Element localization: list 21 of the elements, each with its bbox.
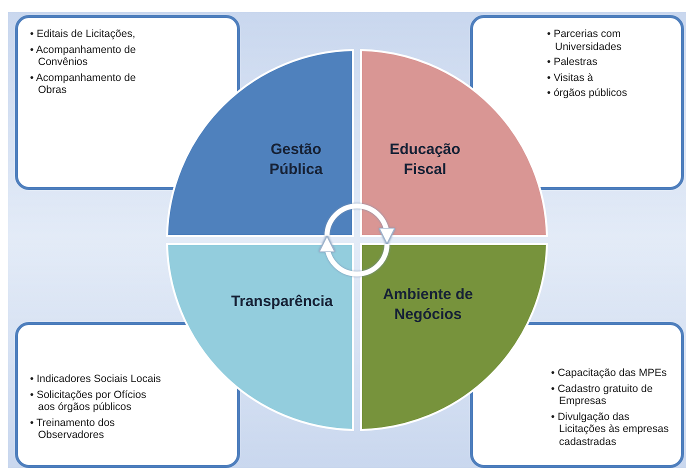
bullet-item: • órgãos públicos [547,87,628,100]
bullet-item: • Indicadores Sociais Locais [30,373,162,386]
quadrant-label: Ambiente de Negócios [382,285,474,324]
bullet-item: • Acompanhamento de Obras [30,72,137,97]
cycle-arrow [324,204,396,245]
bullet-item: • Editais de Licitações, [30,28,136,41]
quadrant-label: Transparência [230,292,334,312]
bullet-item: • Palestras [547,56,598,69]
quadrant-label: Gestão Pública [268,140,324,179]
bullet-item: • Visitas à [547,72,594,84]
bullet-item: • Solicitações por Ofícios aos órgãos públicos [30,388,148,414]
bullet-item: • Cadastro gratuito de Empresas [551,382,654,408]
bullet-item: • Acompanhamento de Convênios [30,44,137,69]
bullet-item: • Treinamento dos Observadores [30,416,116,442]
info-card [15,322,240,468]
quadrant-label: Educação Fiscal [388,140,462,179]
info-card [470,322,684,468]
cycle-arrow [318,235,390,276]
bullet-item: • Capacitação das MPEs [551,367,668,380]
bullet-item: • Divulgação das Licitações às empresas cadastradas [551,410,670,449]
bullet-item: • Parcerias com Universidades [547,28,623,54]
